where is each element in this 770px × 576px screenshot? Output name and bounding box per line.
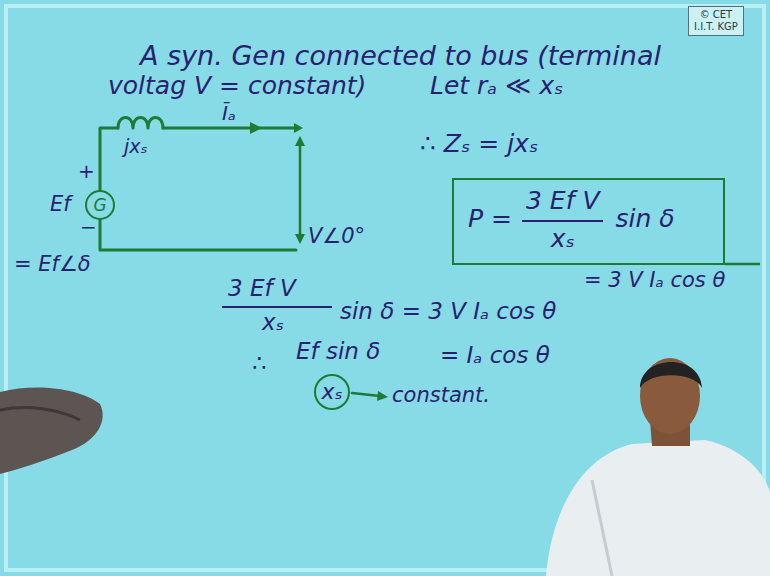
wire xyxy=(100,220,296,250)
hand-figure xyxy=(0,408,80,420)
leader-arrow xyxy=(352,393,380,396)
polarity-sign: + xyxy=(78,160,95,183)
formula-text: P = xyxy=(468,204,512,234)
formula-text: xₛ xyxy=(551,224,575,254)
hand-figure xyxy=(0,388,103,474)
formula-text: 3 Ef V xyxy=(526,186,600,216)
fraction-bar xyxy=(222,306,332,308)
inductor-symbol xyxy=(118,118,163,129)
person-figure xyxy=(592,480,612,576)
logo-box: © CETI.I.T. KGP xyxy=(688,6,744,36)
power-equation: sin δ = 3 V Iₐ cos θ xyxy=(340,298,556,324)
heading-text: A syn. Gen connected to bus (terminal xyxy=(140,40,661,71)
underline-extension xyxy=(725,263,760,266)
voltage-arrowhead xyxy=(295,136,305,146)
equation-text: Ef sin δ xyxy=(296,338,380,364)
current-label: Īₐ xyxy=(222,102,236,125)
leader-arrowhead xyxy=(377,391,388,401)
emf-phasor: = Ef∠δ xyxy=(14,252,91,276)
assumption-text: Let rₐ ≪ xₛ xyxy=(430,72,563,101)
logo-text: © CET xyxy=(694,9,738,21)
wire xyxy=(100,128,118,190)
formula-text: G xyxy=(93,197,106,214)
person-figure xyxy=(546,440,770,576)
note-text: constant. xyxy=(392,383,490,407)
generator-symbol: G xyxy=(85,190,115,220)
wire xyxy=(163,127,296,130)
equation-text: = Iₐ cos θ xyxy=(440,342,550,368)
voltage-arrowhead xyxy=(295,234,305,244)
formula-box: P = 3 Ef V xₛ sin δ xyxy=(452,178,725,265)
person-figure xyxy=(640,362,702,388)
fraction-numerator: 3 Ef V xyxy=(228,275,296,301)
heading-text: voltag V = constant) xyxy=(108,72,366,101)
voltage-arrow xyxy=(299,140,302,240)
formula-text: sin δ xyxy=(615,204,674,234)
reactance-label: jxₛ xyxy=(124,136,148,158)
terminal-arrowhead xyxy=(294,123,303,133)
voltage-phasor: V∠0° xyxy=(308,224,365,248)
logo-text: I.I.T. KGP xyxy=(694,21,738,33)
fraction-denominator: xₛ xyxy=(262,309,284,335)
polarity-sign: − xyxy=(80,216,97,239)
current-arrowhead xyxy=(250,122,262,134)
power-equation: = 3 V Iₐ cos θ xyxy=(584,268,725,292)
formula-text: xₛ xyxy=(321,381,342,403)
emf-label: Ef xyxy=(50,192,71,216)
fraction-bar xyxy=(522,220,604,222)
therefore-sign: ∴ xyxy=(252,350,267,376)
impedance-equation: ∴ Zₛ = jxₛ xyxy=(420,130,538,159)
circled-term: xₛ xyxy=(314,374,350,410)
